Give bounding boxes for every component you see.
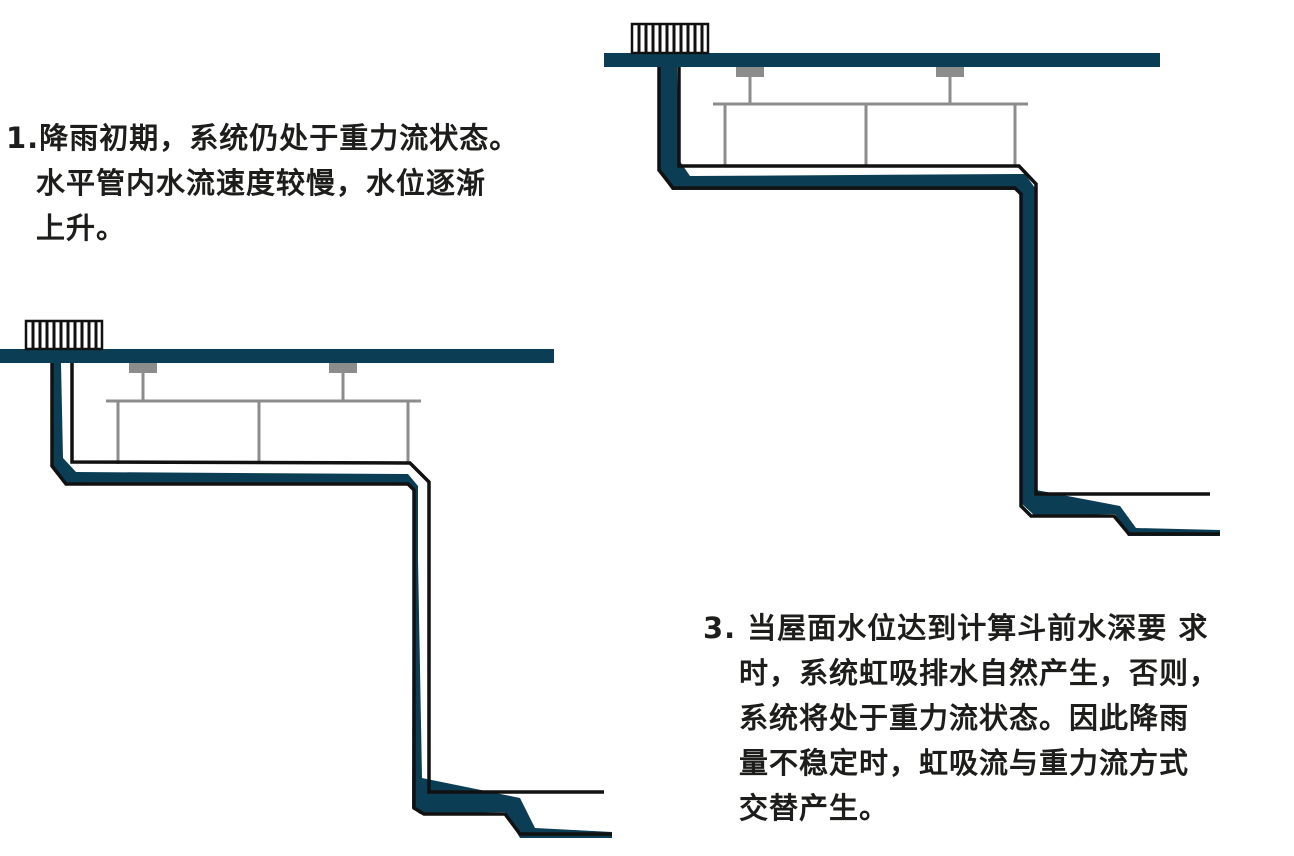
stage-3-caption-line: 系统将处于重力流状态。因此降雨 — [739, 701, 1190, 735]
roof-drain-grate — [24, 319, 104, 351]
stage-3-caption-line: 交替产生。 — [739, 791, 890, 825]
stage-3-caption-line: 3. 当屋面水位达到计算斗前水深要 求 — [703, 611, 1209, 645]
water-flow — [658, 67, 1220, 536]
pipe-walls — [50, 363, 612, 836]
stage-1-caption: 1.降雨初期，系统仍处于重力流状态。 水平管内水流速度较慢，水位逐渐 上升。 — [6, 116, 519, 251]
stage-1-caption-line: 水平管内水流速度较慢，水位逐渐 — [36, 166, 487, 200]
roof-slab — [604, 53, 1160, 67]
pipe-supports — [106, 363, 421, 464]
stage-3-diagram — [604, 22, 1220, 536]
stage-3-caption-line: 时，系统虹吸排水自然产生，否则， — [739, 656, 1220, 690]
stage-1-caption-line: 1.降雨初期，系统仍处于重力流状态。 — [6, 121, 520, 155]
pipe-supports — [713, 67, 1028, 166]
roof-slab — [0, 349, 554, 363]
stage-1-diagram — [0, 319, 612, 838]
pipe-walls — [657, 67, 1220, 536]
stage-3-caption-line: 量不稳定时，虹吸流与重力流方式 — [739, 746, 1190, 780]
stage-3-caption: 3. 当屋面水位达到计算斗前水深要 求 时，系统虹吸排水自然产生，否则， 系统将… — [703, 606, 1219, 831]
roof-drain-grate — [630, 22, 710, 55]
water-flow — [52, 363, 612, 838]
stage-1-caption-line: 上升。 — [36, 211, 127, 245]
